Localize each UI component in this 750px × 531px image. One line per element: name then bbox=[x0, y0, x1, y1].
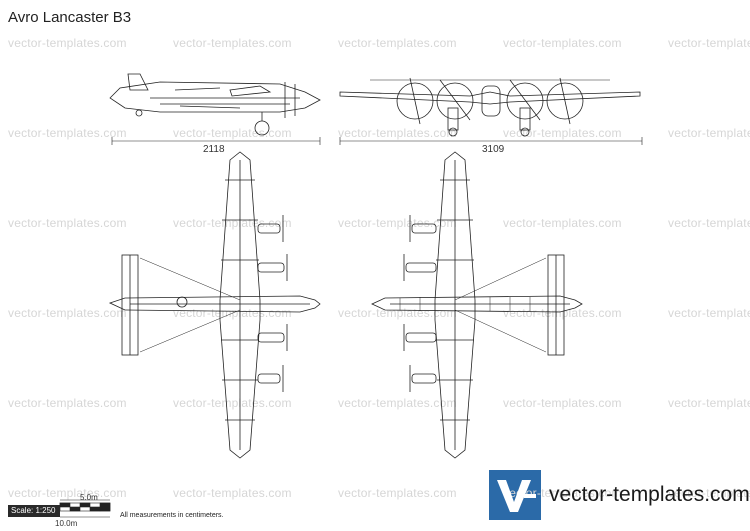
watermark-text: vector-templates.com bbox=[338, 216, 457, 230]
watermark-text: vector-templates.com bbox=[668, 126, 750, 140]
watermark-text: vector-templates.com bbox=[8, 396, 127, 410]
watermark-text: vector-templates.com bbox=[8, 306, 127, 320]
watermark-text: vector-templates.com bbox=[338, 126, 457, 140]
scale-tick-10m: 10.0m bbox=[55, 519, 78, 528]
watermark-text: vector-templates.com bbox=[503, 396, 622, 410]
watermark-text: vector-templates.com bbox=[668, 216, 750, 230]
watermark-text: vector-templates.com bbox=[503, 126, 622, 140]
scale-tick-5m: 5.0m bbox=[80, 493, 98, 502]
watermark-text: vector-templates.com bbox=[173, 216, 292, 230]
watermark-text: vector-templates.com bbox=[503, 306, 622, 320]
brand-logo-text[interactable]: vector-templates.com bbox=[549, 483, 750, 506]
watermark-text: vector-templates.com bbox=[503, 216, 622, 230]
top-view bbox=[108, 151, 321, 459]
watermark-text: vector-templates.com bbox=[338, 486, 457, 500]
watermark-text: vector-templates.com bbox=[338, 36, 457, 50]
watermark-text: vector-templates.com bbox=[338, 396, 457, 410]
watermark-text: vector-templates.com bbox=[668, 306, 750, 320]
watermark-text: vector-templates.com bbox=[668, 36, 750, 50]
watermark-text: vector-templates.com bbox=[173, 126, 292, 140]
watermark-text: vector-templates.com bbox=[8, 36, 127, 50]
watermark-text: vector-templates.com bbox=[8, 486, 127, 500]
side-view bbox=[109, 73, 321, 136]
scale-label: Scale: 1:250 bbox=[8, 505, 60, 517]
logo-mark-glyph bbox=[497, 480, 536, 512]
span-dimension: 3109 bbox=[482, 144, 505, 155]
watermark-text: vector-templates.com bbox=[8, 126, 127, 140]
watermark-text: vector-templates.com bbox=[173, 486, 292, 500]
watermark-text: vector-templates.com bbox=[503, 36, 622, 50]
page-title: Avro Lancaster B3 bbox=[8, 9, 132, 26]
watermark-text: vector-templates.com bbox=[668, 486, 750, 500]
watermark-text: vector-templates.com bbox=[668, 396, 750, 410]
measurement-note: All measurements in centimeters. bbox=[120, 512, 224, 519]
front-view bbox=[339, 77, 641, 137]
bottom-view bbox=[371, 151, 583, 459]
length-dimension: 2118 bbox=[203, 144, 225, 155]
scale-bar bbox=[59, 499, 111, 518]
watermark-text: vector-templates.com bbox=[173, 36, 292, 50]
watermark-text: vector-templates.com bbox=[338, 306, 457, 320]
watermark-text: vector-templates.com bbox=[173, 396, 292, 410]
watermark-text: vector-templates.com bbox=[8, 216, 127, 230]
